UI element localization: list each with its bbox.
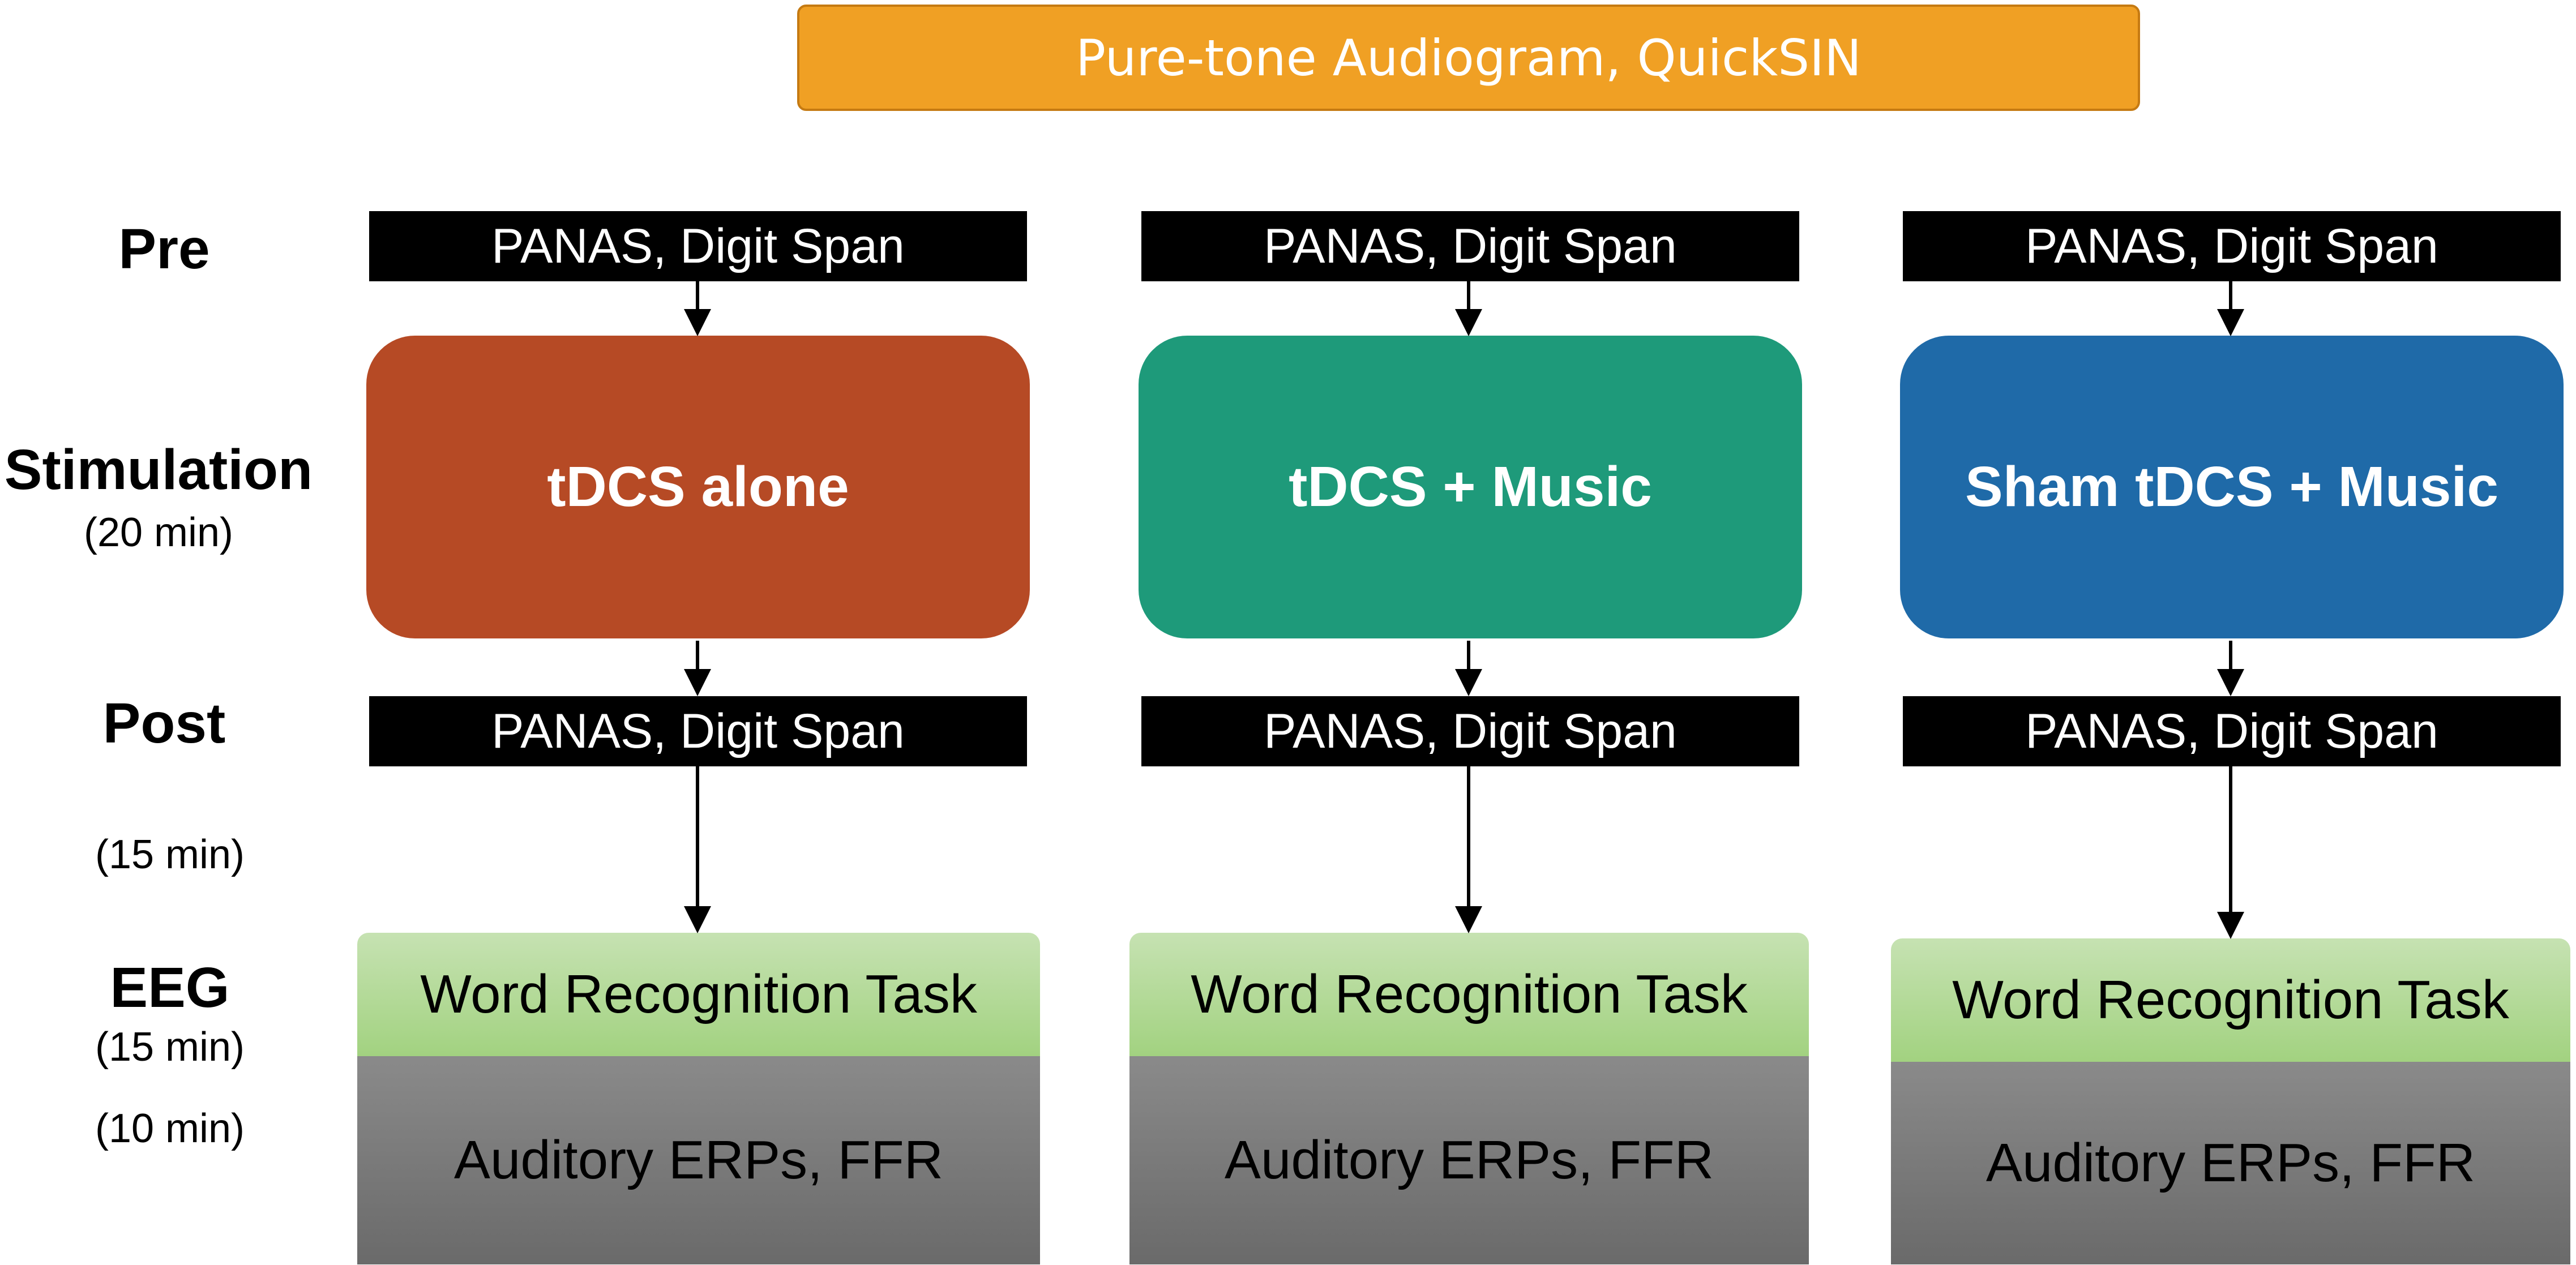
pre-assessment-box: PANAS, Digit Span [1141,211,1799,281]
eeg-task-label: Word Recognition Task [420,964,977,1024]
condition-box-tdcs-music: tDCS + Music [1139,336,1802,638]
post-assessment-box: PANAS, Digit Span [369,696,1027,766]
pre-assessment-box: PANAS, Digit Span [369,211,1027,281]
pre-assessment-label: PANAS, Digit Span [491,218,905,273]
condition-box-sham-tdcs-music: Sham tDCS + Music [1900,336,2564,638]
row-label-pre: Pre [118,217,210,281]
pre-assessment-box: PANAS, Digit Span [1903,211,2561,281]
row-label-post-duration: (15 min) [95,832,245,877]
word-recognition-task-box: Word Recognition Task [1129,933,1809,1056]
row-label-eeg-duration-2: (10 min) [95,1106,245,1151]
post-assessment-box: PANAS, Digit Span [1903,696,2561,766]
row-label-post: Post [102,692,226,755]
post-assessment-label: PANAS, Digit Span [1264,704,1677,758]
audiogram-quicksin-banner: Pure-tone Audiogram, QuickSIN [797,5,2140,111]
eeg-task-label: Word Recognition Task [1191,964,1748,1024]
pre-assessment-label: PANAS, Digit Span [1264,218,1677,273]
post-assessment-label: PANAS, Digit Span [491,704,905,758]
word-recognition-task-box: Word Recognition Task [357,933,1040,1056]
word-recognition-task-box: Word Recognition Task [1891,938,2570,1062]
auditory-erps-ffr-box: Auditory ERPs, FFR [1129,1056,1809,1264]
eeg-measures-label: Auditory ERPs, FFR [453,1130,944,1190]
row-label-stimulation: Stimulation [4,438,313,501]
row-label-eeg-duration-1: (15 min) [95,1024,245,1070]
row-label-eeg: EEG [110,956,230,1019]
condition-label: tDCS alone [547,455,849,518]
condition-label: tDCS + Music [1289,455,1652,518]
banner-label: Pure-tone Audiogram, QuickSIN [1076,28,1862,87]
pre-assessment-label: PANAS, Digit Span [2025,218,2438,273]
eeg-measures-label: Auditory ERPs, FFR [1224,1130,1714,1190]
auditory-erps-ffr-box: Auditory ERPs, FFR [1891,1062,2570,1264]
condition-box-tdcs-alone: tDCS alone [366,336,1030,638]
row-label-stimulation-duration: (20 min) [83,510,234,555]
auditory-erps-ffr-box: Auditory ERPs, FFR [357,1056,1040,1264]
eeg-measures-label: Auditory ERPs, FFR [1986,1133,2476,1193]
post-assessment-box: PANAS, Digit Span [1141,696,1799,766]
condition-label: Sham tDCS + Music [1965,455,2498,518]
eeg-task-label: Word Recognition Task [1952,970,2509,1030]
post-assessment-label: PANAS, Digit Span [2025,704,2438,758]
